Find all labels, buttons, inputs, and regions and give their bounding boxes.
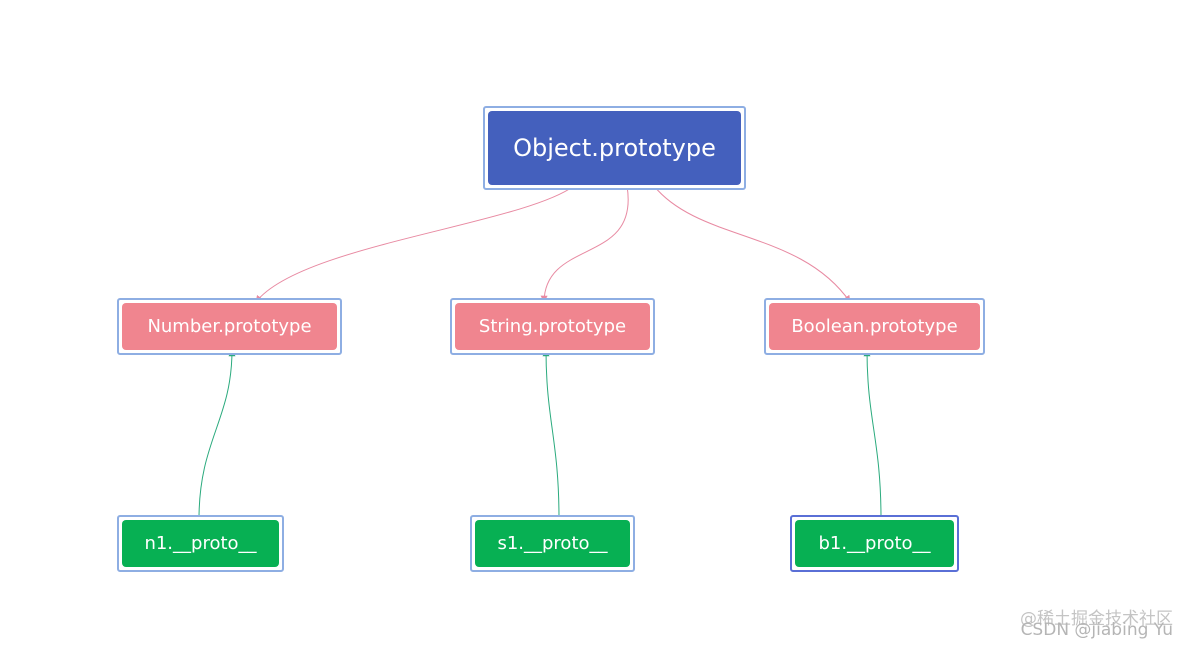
object-prototype-node[interactable]: Object.prototype xyxy=(483,106,746,190)
boolean-prototype-node[interactable]: Boolean.prototype xyxy=(764,298,985,355)
watermark-juejin: @稀土掘金技术社区 xyxy=(1020,609,1173,629)
number-prototype-label: Number.prototype xyxy=(122,303,337,350)
edge-b1-to-boolean xyxy=(863,349,882,520)
watermark-csdn: CSDN @jiabing Yu xyxy=(1020,620,1173,640)
object-prototype-label: Object.prototype xyxy=(488,111,741,185)
b1-proto-label: b1.__proto__ xyxy=(795,520,954,567)
string-prototype-label: String.prototype xyxy=(455,303,650,350)
n1-proto-node[interactable]: n1.__proto__ xyxy=(117,515,284,572)
edge-object-to-number xyxy=(255,185,575,303)
s1-proto-node[interactable]: s1.__proto__ xyxy=(470,515,635,572)
edge-object-to-boolean xyxy=(653,185,851,303)
edge-s1-to-string xyxy=(542,349,560,520)
string-prototype-node[interactable]: String.prototype xyxy=(450,298,655,355)
b1-proto-node[interactable]: b1.__proto__ xyxy=(790,515,959,572)
edge-object-to-string xyxy=(540,185,629,303)
number-prototype-node[interactable]: Number.prototype xyxy=(117,298,342,355)
n1-proto-label: n1.__proto__ xyxy=(122,520,279,567)
s1-proto-label: s1.__proto__ xyxy=(475,520,630,567)
boolean-prototype-label: Boolean.prototype xyxy=(769,303,980,350)
edge-n1-to-number xyxy=(198,349,236,520)
